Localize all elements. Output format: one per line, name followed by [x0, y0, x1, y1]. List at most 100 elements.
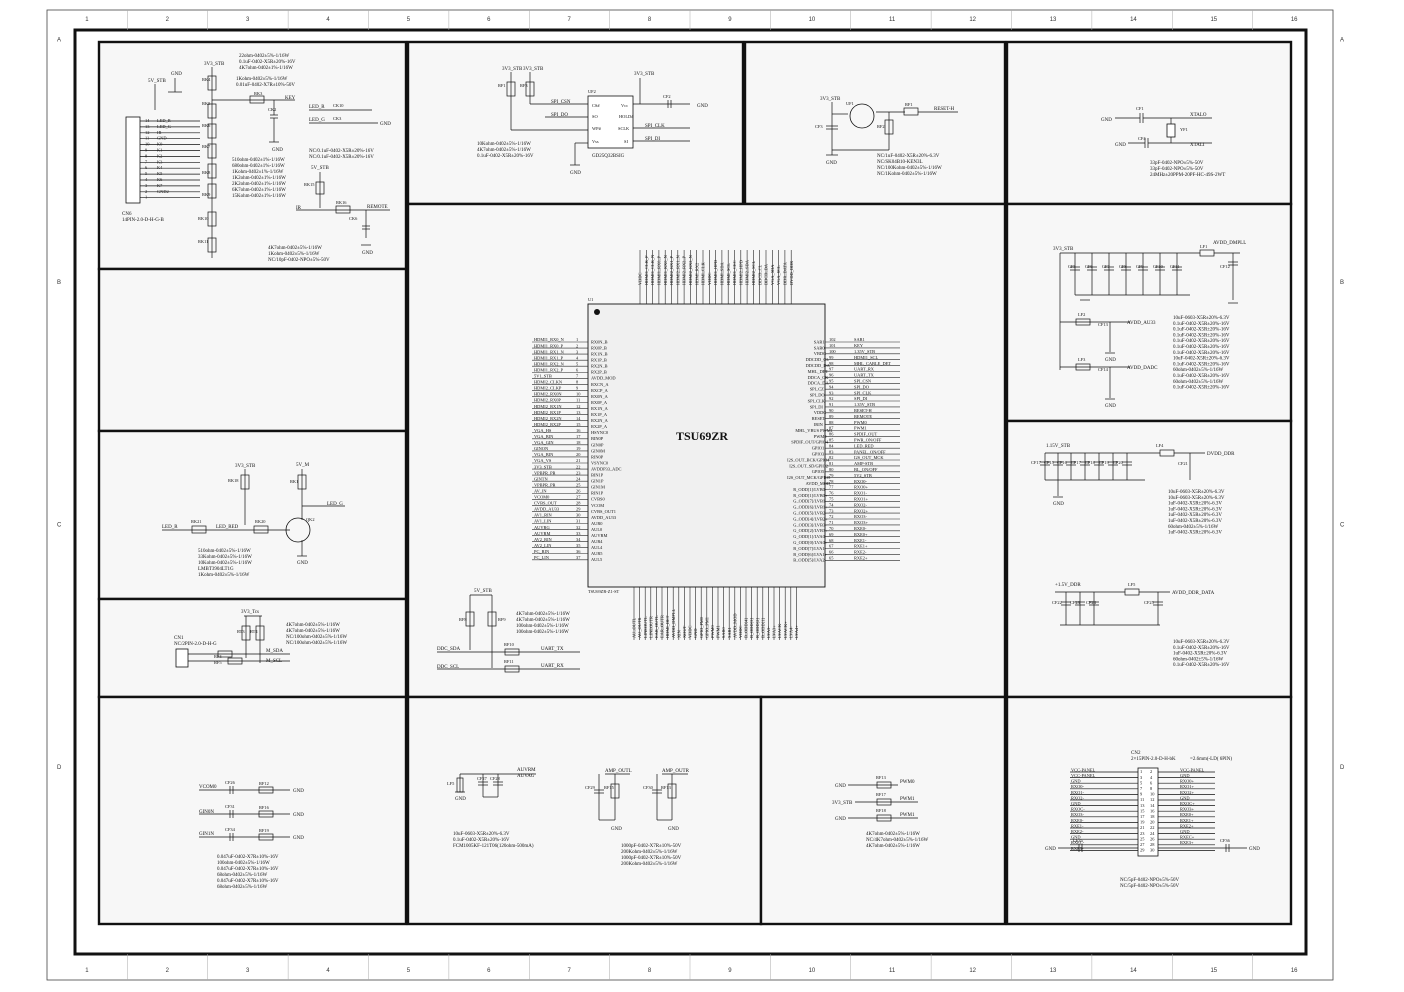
- chip-right-net: SPDIF_OUT: [854, 432, 877, 437]
- connector-pin-number: 18: [1150, 814, 1155, 819]
- grid-column-label: 2: [166, 17, 170, 23]
- chip-pin-name: GPIO5: [812, 469, 825, 474]
- svg-text:CF27: CF27: [477, 776, 488, 781]
- svg-text:RF1: RF1: [498, 83, 506, 88]
- svg-text:510ohm-0402±5%-1/16W: 510ohm-0402±5%-1/16W: [198, 549, 251, 554]
- chip-right-net: 1.35V_STB: [854, 349, 875, 354]
- chip-left-net: CVBS_OUT: [534, 501, 557, 506]
- chip-pin-number: 80: [829, 467, 834, 472]
- chip-pin-number: 65: [829, 556, 834, 561]
- svg-text:100ohm-0402±5%-1/16W: 100ohm-0402±5%-1/16W: [217, 861, 270, 866]
- chip-pin-name: RX1N_A: [591, 406, 609, 411]
- chip-top-net: DDCD_DA: [764, 263, 769, 285]
- svg-text:NC/5pF-0402-NPO±5%-50V: NC/5pF-0402-NPO±5%-50V: [1120, 884, 1180, 889]
- svg-text:CF36: CF36: [1220, 838, 1231, 843]
- panel-key-board: [97, 40, 408, 271]
- connector-right-net: RXO0+: [1180, 779, 1194, 784]
- dmpll-note: 0.1uF-0402-X5R±20%-16V: [1173, 386, 1230, 391]
- svg-text:GND: GND: [835, 817, 846, 822]
- svg-text:GND: GND: [293, 813, 304, 818]
- chip-pin-number: 27: [576, 495, 581, 500]
- svg-text:RK8: RK8: [202, 170, 211, 175]
- svg-text:1000pF-0402-X7R±10%-50V: 1000pF-0402-X7R±10%-50V: [621, 856, 682, 861]
- svg-text:3V3_STB: 3V3_STB: [820, 97, 841, 102]
- chip-right-net: RXO1-: [854, 491, 867, 496]
- chip-left-net: PC_RIN: [534, 549, 550, 554]
- chip-bottom-net: EAR_OUTL: [654, 615, 659, 638]
- svg-text:NC/4K7ohm-0402±5%-1/16W: NC/4K7ohm-0402±5%-1/16W: [866, 838, 928, 843]
- chip-pin-number: 17: [576, 434, 581, 439]
- dmpll-note: 0.1uF-0402-X5R±20%-16V: [1173, 339, 1230, 344]
- grid-column-label: 12: [969, 968, 976, 974]
- chip-bottom-net: SAR0: [721, 626, 726, 638]
- grid-column-label: 4: [326, 17, 330, 23]
- svg-text:CF22: CF22: [1052, 600, 1062, 605]
- dmpll-note: 0.1uF-0402-X5R±20%-16V: [1173, 328, 1230, 333]
- chip-pin-number: 26: [576, 488, 581, 493]
- svg-text:680ohm-0402±1%-1/16W: 680ohm-0402±1%-1/16W: [232, 164, 285, 169]
- chip-pin-number: 18: [576, 440, 581, 445]
- chip-left-net: 5V1_STB: [534, 374, 552, 379]
- chip-pin-number: 9: [576, 386, 579, 391]
- chip-pin-number: 99: [829, 355, 834, 360]
- chip-pin-name: R_ODD[1]/LVB0-: [793, 487, 827, 492]
- connector-pin-net: GND: [157, 136, 167, 141]
- i2c-circuit: 3V3_Tcs RT3 RT4 4K7ohm-0402±5%-1/16W 4K7…: [174, 610, 347, 668]
- chip-bottom-net: XIN: [676, 629, 681, 638]
- connector-pin-number: 16: [1150, 808, 1155, 813]
- panel-led: [97, 429, 408, 601]
- chip-left-net: PC_LIN: [534, 555, 550, 560]
- connector-pin-number: 13: [145, 124, 150, 129]
- chip-pin-number: 5: [576, 361, 579, 366]
- connector-pin-number: 9: [145, 148, 148, 153]
- chip-bottom-net: LVA4+: [794, 625, 799, 638]
- svg-text:GND: GND: [1249, 847, 1260, 852]
- svg-text:3V3_STB: 3V3_STB: [832, 801, 853, 806]
- chip-pin-number: 6: [576, 367, 579, 372]
- svg-text:RT3: RT3: [237, 629, 245, 634]
- svg-text:CF12: CF12: [1220, 264, 1230, 269]
- grid-column-label: 6: [487, 968, 491, 974]
- chip-bottom-net: SAR1: [727, 627, 732, 638]
- chip-pin-name: GIN1M: [591, 485, 605, 490]
- dmpll-note: 0.1uF-0402-X5R±20%-16V: [1173, 351, 1230, 356]
- svg-text:LMBT3904LT1G: LMBT3904LT1G: [198, 567, 234, 572]
- chip-pin-number: 86: [829, 432, 834, 437]
- chip-top-net: HDMI_SDA: [720, 261, 725, 285]
- chip-left-net: VGA_HS: [534, 428, 552, 433]
- panel-dmpll: [1005, 202, 1293, 423]
- chip-pin-name: G_ODD[7]/LVB1-: [793, 499, 827, 504]
- svg-text:GD25Q32BSIG: GD25Q32BSIG: [592, 154, 625, 159]
- svg-text:GND: GND: [668, 827, 679, 832]
- chip-pin-number: 95: [829, 379, 834, 384]
- connector-pin-net: LED_R: [157, 118, 171, 123]
- power-label-5v: 5V_STB: [148, 79, 166, 84]
- svg-text:RF8: RF8: [459, 617, 467, 622]
- svg-text:CF25: CF25: [1144, 600, 1155, 605]
- svg-text:RK18: RK18: [228, 478, 239, 483]
- chip-top-net: DDCD_CL: [757, 264, 762, 285]
- chip-pin-number: 7: [576, 374, 579, 379]
- grid-column-label: 8: [648, 17, 652, 23]
- chip-right-net: SPI_CLK: [854, 390, 872, 395]
- chip-top-net: VDDC: [707, 272, 712, 285]
- svg-text:XTALI: XTALI: [1190, 143, 1205, 148]
- chip-pin-number: 96: [829, 373, 834, 378]
- svg-text:LED_R: LED_R: [309, 105, 325, 110]
- svg-text:SPI_DI: SPI_DI: [645, 137, 660, 142]
- dmpll-note: 0.1uF-0402-X5R±20%-16V: [1173, 333, 1230, 338]
- chip-pin-number: 37: [576, 555, 581, 560]
- svg-text:AUVRM: AUVRM: [517, 768, 536, 773]
- svg-text:HOLD#: HOLD#: [619, 114, 634, 119]
- svg-text:SPI_CLK: SPI_CLK: [645, 124, 665, 129]
- connector-pin-number: 28: [1150, 842, 1155, 847]
- chip-left-net: AV_IN: [534, 488, 547, 493]
- connector-right-net: RXOC+: [1180, 801, 1195, 806]
- chip-pin-number: 2: [576, 343, 578, 348]
- svg-text:CF1: CF1: [1136, 106, 1144, 111]
- connector-pin-number: 11: [1140, 797, 1144, 802]
- svg-text:RF2: RF2: [877, 124, 885, 129]
- chip-top-net: HDMI1_CLK_P: [644, 255, 649, 285]
- chip-pin-number: 82: [829, 455, 833, 460]
